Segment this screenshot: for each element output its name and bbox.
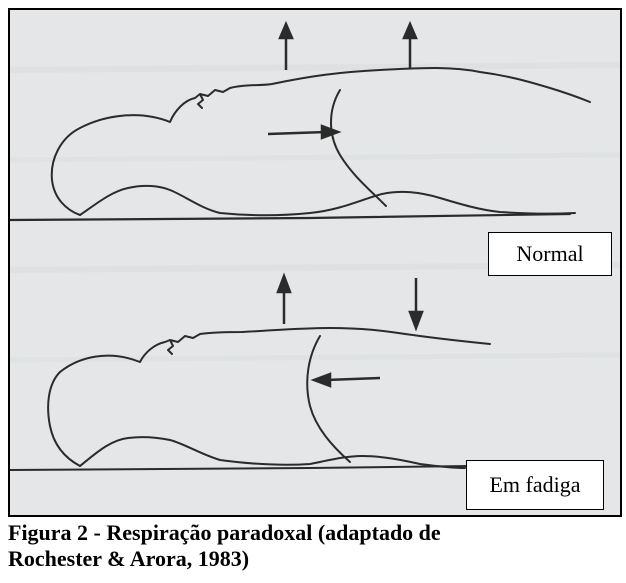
- figure-frame: Normal Em fadiga: [8, 8, 622, 517]
- caption-line-1: Figura 2 - Respiração paradoxal (adaptad…: [8, 520, 620, 546]
- label-fatigue: Em fadiga: [466, 460, 604, 510]
- caption-line-2: Rochester & Arora, 1983): [8, 546, 620, 572]
- figure-caption: Figura 2 - Respiração paradoxal (adaptad…: [8, 520, 620, 572]
- label-normal: Normal: [488, 232, 612, 276]
